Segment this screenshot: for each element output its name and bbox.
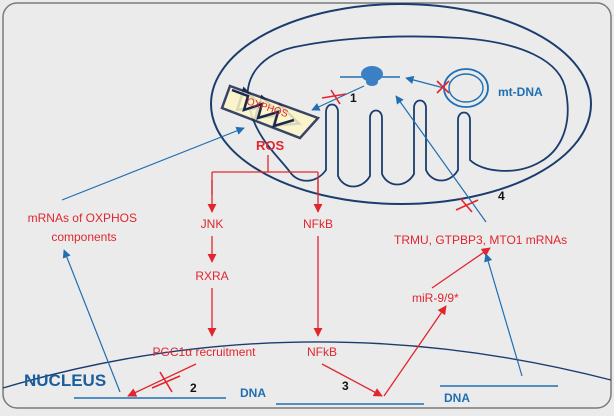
nucleus-membrane — [2, 341, 612, 389]
block-x-icon — [321, 89, 347, 105]
mir-to-trmu-arrow — [431, 247, 491, 289]
mtdna-circle-inner — [448, 73, 484, 103]
block-x-icon — [455, 197, 479, 213]
dna-to-trmu-arrow — [484, 253, 523, 377]
nfkb-cytoplasm-label: NFkB — [303, 217, 333, 231]
oxphos-mrnas-label: mRNAs of OXPHOS components — [28, 211, 141, 244]
ribosome-to-oxphos-arrow — [311, 85, 365, 111]
dna-right-label: DNA — [444, 391, 470, 405]
dna-to-mir-arrow — [383, 305, 447, 397]
nfkb-nucleus-label: NFkB — [307, 345, 337, 359]
marker-1: 1 — [350, 91, 357, 105]
mtdna-label: mt-DNA — [498, 85, 543, 99]
nucleus-label: NUCLEUS — [24, 371, 106, 390]
block-x-icon — [151, 371, 181, 393]
oxphos-mrnas-line-1: mRNAs of OXPHOS — [28, 211, 137, 225]
mito-ribosome-icon — [361, 66, 383, 82]
block-x-icon — [436, 80, 450, 94]
dna-left-label: DNA — [240, 386, 266, 400]
oxphos-complex-icon — [220, 84, 321, 140]
pgc1a-to-dna-arrow — [127, 363, 197, 397]
mir-label: miR-9/9* — [412, 291, 459, 305]
marker-2: 2 — [190, 381, 197, 395]
ros-label: ROS — [256, 138, 285, 153]
oxphos-mrnas-to-mito-arrow — [61, 126, 245, 201]
nfkb-to-dna-arrow — [321, 363, 383, 397]
dna-to-oxphos-mrnas-arrow — [62, 249, 121, 393]
jnk-label: JNK — [201, 217, 224, 231]
mtdna-to-ribosome-arrow — [405, 75, 445, 89]
trmu-gtpbp3-mto1-mrnas-label: TRMU, GTPBP3, MTO1 mRNAs — [394, 233, 567, 247]
trmu-to-mito-arrow — [395, 95, 487, 223]
marker-3: 3 — [342, 379, 349, 393]
oxphos-mrnas-line-2: components — [51, 230, 116, 244]
marker-4: 4 — [498, 189, 505, 203]
mito-ribosome-small-subunit — [366, 78, 378, 86]
pgc1a-recruitment-label: PGC1α recruitment — [153, 345, 257, 359]
rxra-label: RXRA — [195, 269, 228, 283]
